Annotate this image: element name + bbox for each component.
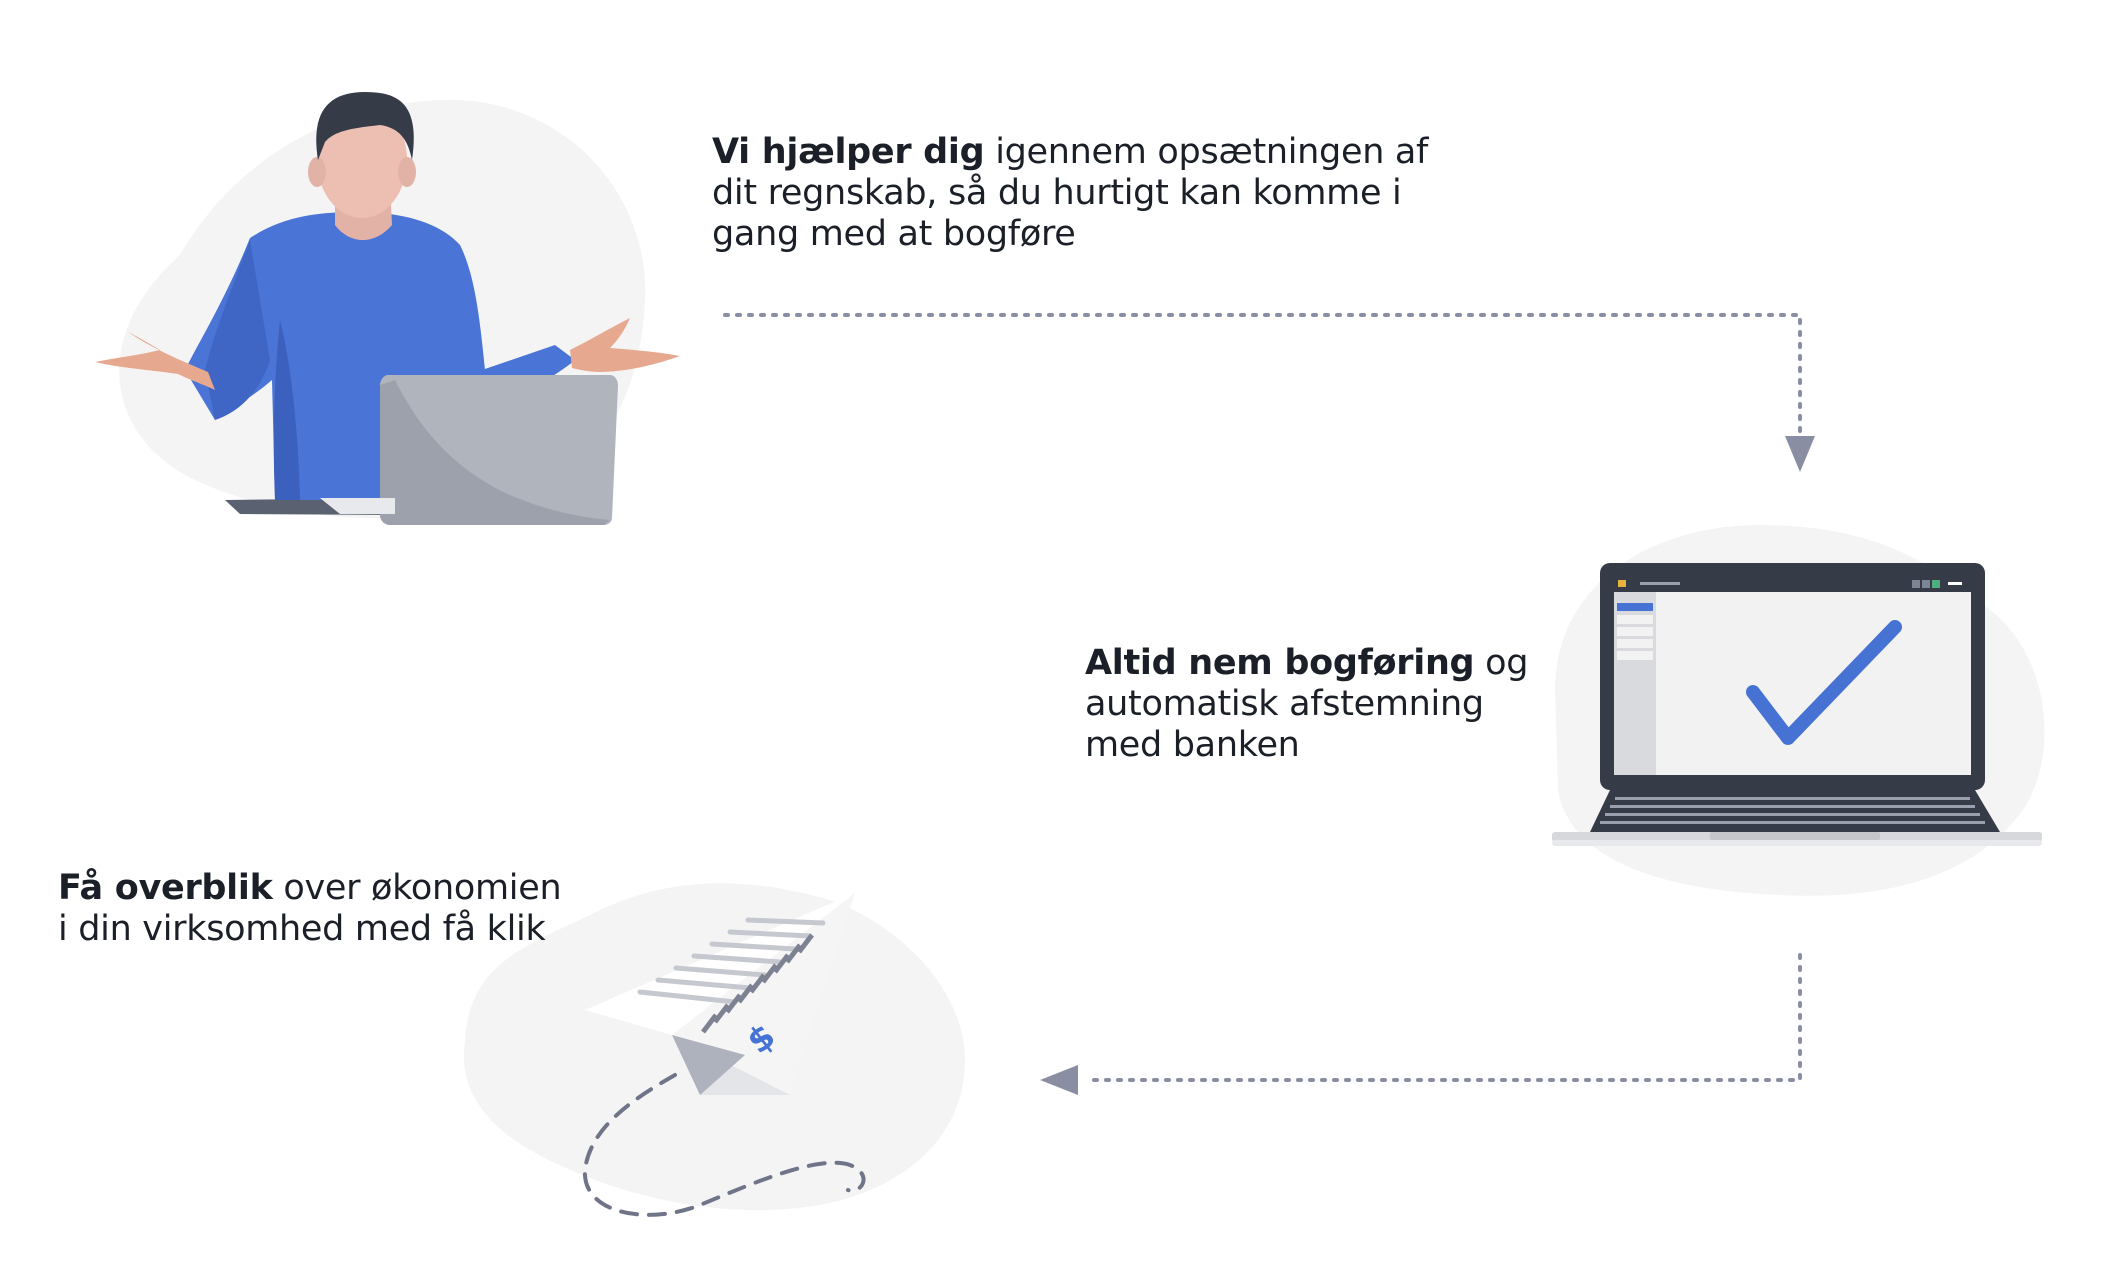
- checkmark-icon: [1746, 620, 1902, 745]
- right-hand: [570, 318, 680, 372]
- step-2-line2: automatisk afstemning: [1085, 684, 1484, 724]
- step-1-line1: igennem opsætningen af: [984, 132, 1429, 172]
- laptop-screen: [1614, 592, 1971, 775]
- step-2-line1: og: [1474, 643, 1529, 683]
- flight-trail: [582, 1073, 866, 1217]
- step-2-text: Altid nem bogføring og automatisk afstem…: [1085, 643, 1545, 766]
- left-hand: [95, 332, 215, 390]
- step-2-bold: Altid nem bogføring: [1085, 643, 1475, 683]
- connector-arrow-1: [723, 313, 1815, 472]
- step-2-line3: med banken: [1085, 725, 1300, 765]
- step-1-line3: gang med at bogføre: [712, 214, 1076, 254]
- step-3-bold: Få overblik: [58, 868, 273, 908]
- plane-fold: [672, 1035, 745, 1095]
- laptop-checkmark-icon: [1552, 525, 2045, 896]
- step-3-line1: over økonomien: [272, 868, 562, 908]
- laptop-keyboard: [1590, 790, 2000, 832]
- person-with-laptop-icon: [95, 92, 680, 525]
- step-3-line2: i din virksomhed med få klik: [58, 909, 546, 949]
- connector-arrow-2: [1040, 953, 1802, 1095]
- step-1-text: Vi hjælper dig igennem opsætningen af di…: [712, 132, 1432, 255]
- step-1-bold: Vi hjælper dig: [712, 132, 985, 172]
- step-1-line2: dit regnskab, så du hurtigt kan komme i: [712, 173, 1402, 213]
- step-3-text: Få overblik over økonomien i din virksom…: [58, 868, 618, 950]
- hair: [316, 92, 414, 160]
- paper-plane-invoice-icon: $: [463, 883, 965, 1217]
